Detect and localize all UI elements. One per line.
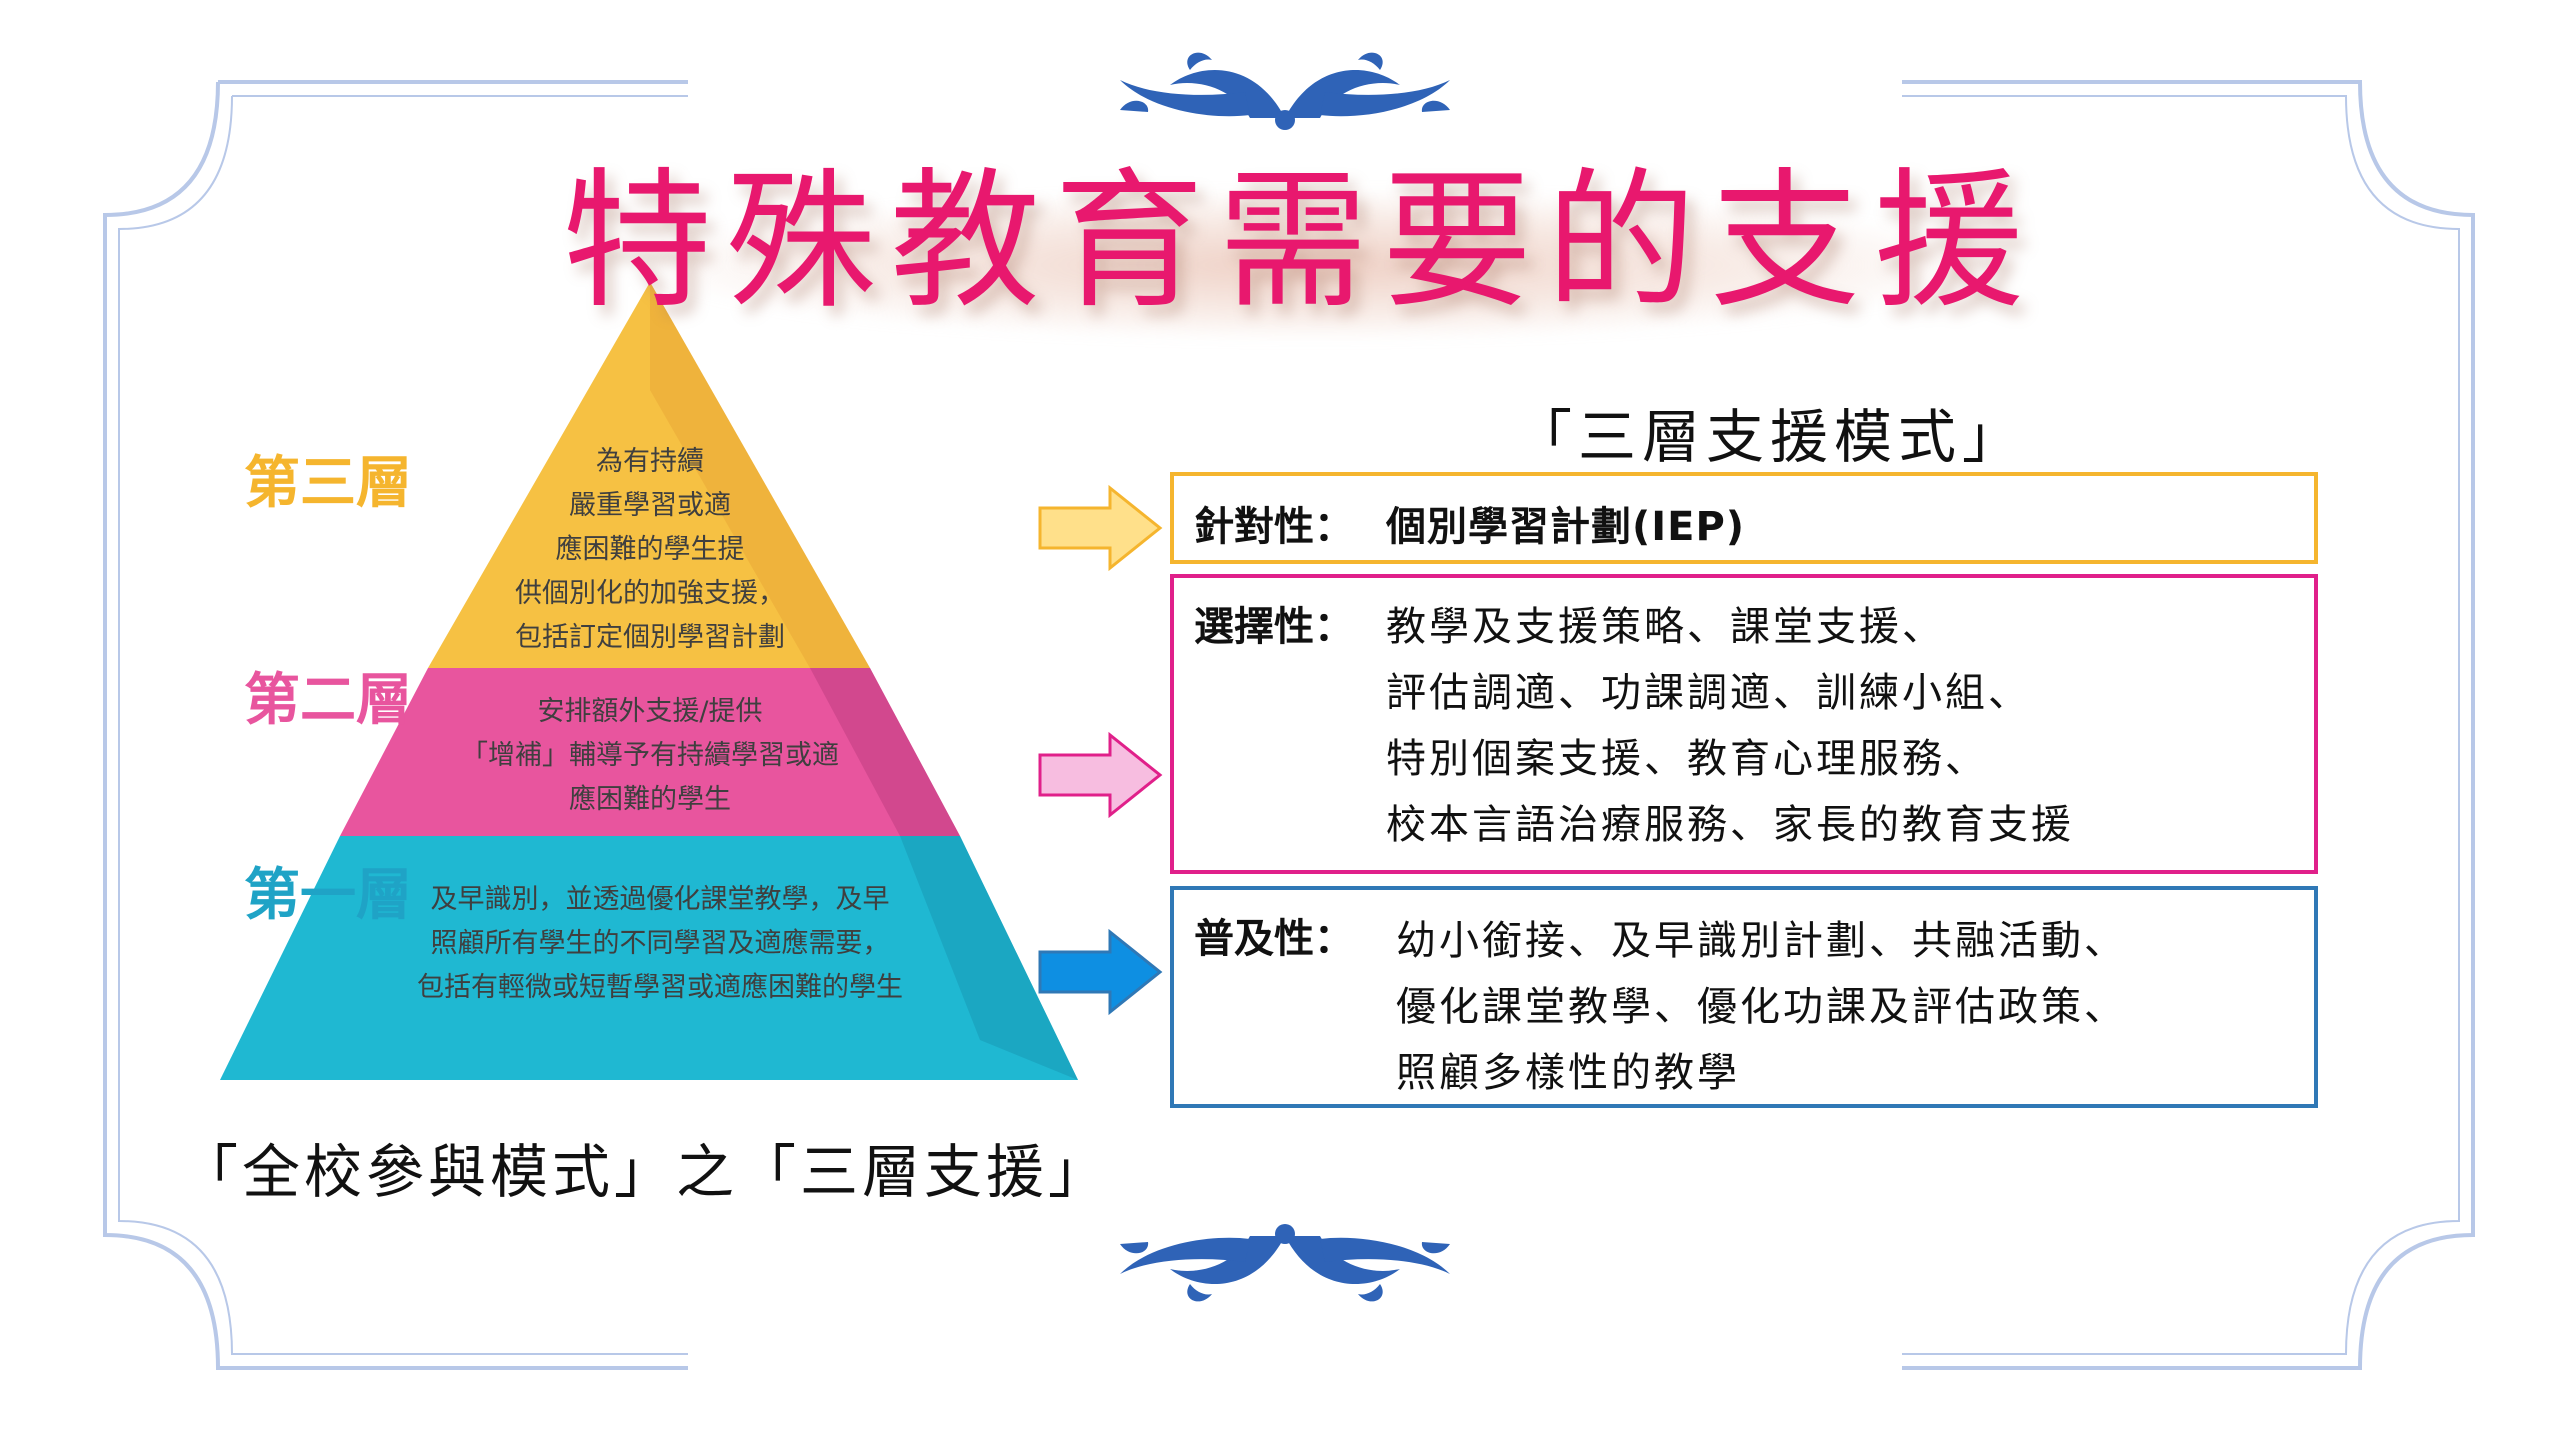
box-targeted-line: 個別學習計劃(IEP) [1386, 504, 1746, 550]
pyramid-tier2-shade [810, 668, 960, 836]
box-selective-line: 特別個案支援、教育心理服務、 [1386, 736, 1988, 782]
box-universal-line: 幼小銜接、及早識別計劃、共融活動、 [1396, 918, 2127, 964]
arrow-pink [1038, 731, 1163, 819]
tier1-label: 第一層 [244, 863, 412, 928]
tier2-line: 「增補」輔導予有持續學習或適 [461, 740, 839, 771]
tier2-line: 安排額外支援/提供 [537, 696, 763, 727]
tier2-label: 第二層 [244, 668, 412, 733]
pyramid-caption: 「全校參與模式」之「三層支援」 [180, 1138, 1111, 1206]
box-selective-line: 校本言語治療服務、家長的教育支援 [1386, 802, 2074, 848]
tier3-line: 應困難的學生提 [555, 534, 745, 565]
box-universal-line: 優化課堂教學、優化功課及評估政策、 [1396, 984, 2127, 1030]
box-selective-line: 評估調適、功課調適、訓練小組、 [1386, 670, 2031, 716]
ornament-bottom-icon [1120, 1224, 1450, 1302]
box-targeted: 針對性： 個別學習計劃(IEP) [1170, 472, 2318, 564]
arrow-yellow [1038, 484, 1163, 572]
box-selective-line: 教學及支援策略、課堂支援、 [1386, 604, 1945, 650]
box-universal-label: 普及性： [1194, 916, 1354, 962]
frame-border [103, 80, 2475, 1370]
tier1-line: 包括有輕微或短暫學習或適應困難的學生 [417, 972, 903, 1003]
box-selective: 選擇性： 教學及支援策略、課堂支援、 評估調適、功課調適、訓練小組、 特別個案支… [1170, 574, 2318, 874]
pyramid-tier1 [220, 836, 1078, 1080]
tier3-line: 為有持續 [596, 446, 704, 477]
tier1-line: 照顧所有學生的不同學習及適應需要， [430, 928, 890, 959]
tier1-description: 及早識別，並透過優化課堂教學，及早 照顧所有學生的不同學習及適應需要， 包括有輕… [380, 878, 940, 1010]
arrow-right-icon [1038, 484, 1163, 1016]
title-glow [650, 190, 1980, 340]
tier2-line: 應困難的學生 [569, 784, 731, 815]
box-universal-line: 照顧多樣性的教學 [1396, 1050, 1740, 1096]
pyramid-tier3-shade [650, 282, 870, 668]
box-selective-label: 選擇性： [1194, 604, 1354, 650]
tier3-description: 為有持續 嚴重學習或適 應困難的學生提 供個別化的加強支援， 包括訂定個別學習計… [490, 440, 810, 660]
pyramid [220, 282, 1078, 1080]
box-targeted-label: 針對性： [1194, 504, 1354, 550]
tier2-description: 安排額外支援/提供 「增補」輔導予有持續學習或適 應困難的學生 [440, 690, 860, 822]
model-title: 「三層支援模式」 [1513, 403, 2026, 471]
tier3-line: 包括訂定個別學習計劃 [515, 622, 785, 653]
page-title: 特殊教育需要的支援 [562, 154, 2039, 329]
arrow-blue [1038, 928, 1163, 1016]
tier3-label: 第三層 [244, 451, 412, 516]
ornament-top-icon [1120, 52, 1450, 130]
box-universal: 普及性： 幼小銜接、及早識別計劃、共融活動、 優化課堂教學、優化功課及評估政策、… [1170, 886, 2318, 1108]
tier3-line: 供個別化的加強支援， [515, 578, 785, 609]
tier1-line: 及早識別，並透過優化課堂教學，及早 [430, 884, 890, 915]
pyramid-tier1-shade [900, 836, 1078, 1080]
tier3-line: 嚴重學習或適 [569, 490, 731, 521]
pyramid-tier2 [340, 668, 960, 836]
